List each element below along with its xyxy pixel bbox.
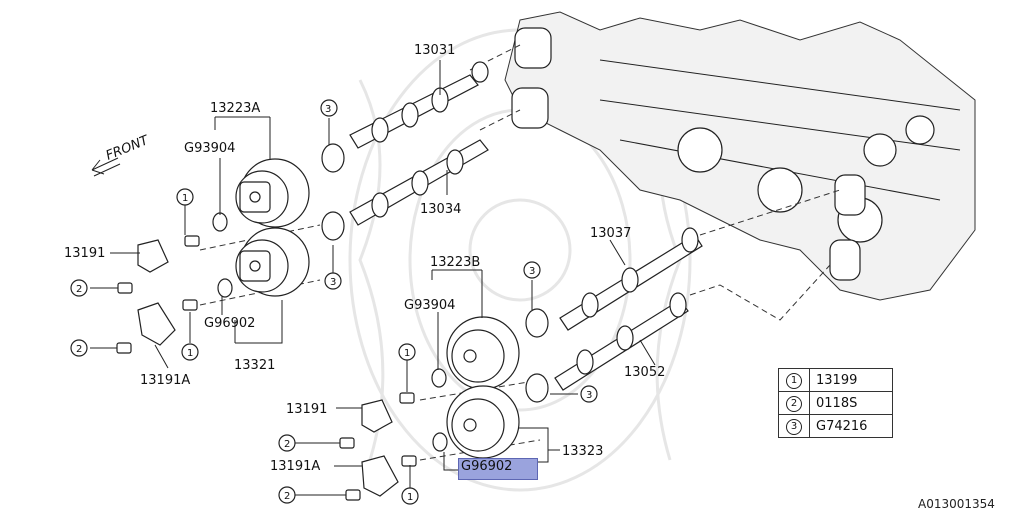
cam-sprocket-13223B [446,316,520,390]
label-13191A-lower: 13191A [270,459,320,474]
oil-seal-3a [321,143,345,173]
callout-3a: 3 [325,104,331,115]
label-front: FRONT [104,133,152,164]
label-13223A: 13223A [210,101,260,116]
cam-sprocket-13223A [235,158,310,228]
cylinder-head [504,11,976,301]
camshaft-13031 [349,61,489,149]
leader-lines [90,60,656,496]
label-13191-upper: 13191 [64,246,105,261]
plate-13191-upper [137,239,169,273]
callout-1c: 1 [404,348,410,359]
callout-3b: 3 [330,277,336,288]
label-13031: 13031 [414,43,455,58]
plate-13191-lower [361,399,393,433]
label-13052: 13052 [624,365,665,380]
legend-table: 1 13199 2 0118S 3 G74216 [778,368,893,438]
front-arrow-icon [91,157,121,177]
legend-value: G74216 [809,414,893,438]
callout-1a: 1 [182,193,188,204]
catalog-number: A013001354 [918,497,995,511]
legend-key: 3 [786,418,802,435]
label-13321: 13321 [234,358,275,373]
label-13034: 13034 [420,202,461,217]
callout-2d: 2 [284,491,290,502]
plate-13191A-upper [137,302,176,346]
label-13323: 13323 [562,444,603,459]
label-g96902-upper: G96902 [204,316,255,331]
highlighted-part-box[interactable] [458,458,538,480]
cam-sprocket-13323 [446,385,520,459]
callout-3d: 3 [586,390,592,401]
label-g93904-upper: G93904 [184,141,235,156]
camshaft-13037 [559,227,703,331]
oil-seal-3d [525,373,549,403]
callout-2b: 2 [76,344,82,355]
label-g93904-lower: G93904 [404,298,455,313]
camshaft-13052 [554,292,689,391]
label-13223B: 13223B [430,255,480,270]
legend-value: 0118S [809,391,893,415]
oil-seal-3c [525,308,549,338]
plate-13191A-lower [361,455,399,497]
oil-seal-3b [321,211,345,241]
camshaft-13034 [349,139,489,226]
legend-key: 1 [786,372,802,389]
legend-row: 3 G74216 [778,414,893,438]
legend-value: 13199 [809,368,893,392]
bolt-icon [182,235,417,467]
callout-1d: 1 [407,492,413,503]
label-13191-lower: 13191 [286,402,327,417]
callout-2c: 2 [284,439,290,450]
callout-1b: 1 [187,348,193,359]
callout-2a: 2 [76,284,82,295]
cam-sprocket-13321 [235,227,310,297]
label-13037: 13037 [590,226,631,241]
callout-3c: 3 [529,266,535,277]
legend-row: 2 0118S [778,391,893,415]
legend-row: 1 13199 [778,368,893,392]
legend-key: 2 [786,395,802,412]
label-g96902-lower[interactable]: G96902 [461,459,513,474]
callout-circles [70,99,598,505]
label-13191A-upper: 13191A [140,373,190,388]
